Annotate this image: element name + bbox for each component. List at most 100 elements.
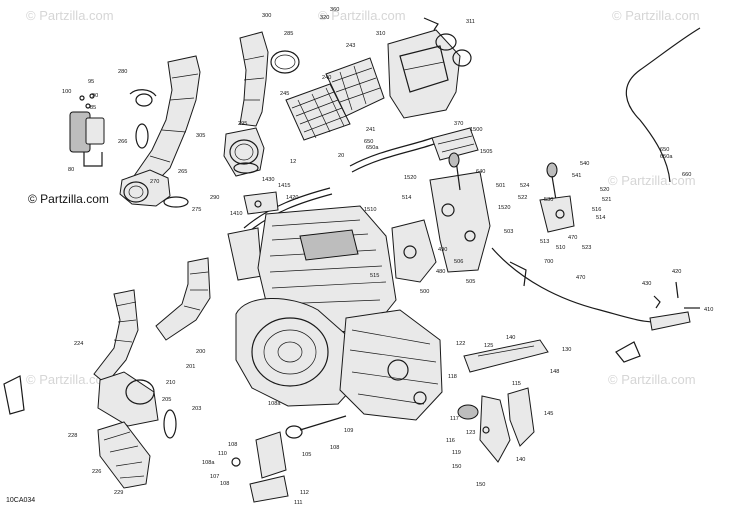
part-callout-c523: 523: [582, 245, 591, 251]
part-callout-c1420: 1420: [286, 195, 298, 201]
part-callout-c140: 140: [506, 335, 515, 341]
part-callout-c205: 205: [162, 397, 171, 403]
intake-duct-305: [129, 55, 201, 189]
watermark: © Partzilla.com: [26, 372, 114, 387]
part-callout-c516: 516: [592, 207, 601, 213]
bolts-410: [653, 281, 700, 309]
part-callout-c311: 311: [466, 19, 475, 25]
part-callout-c150: 150: [452, 464, 461, 470]
engine-block: [235, 205, 443, 421]
part-callout-c118: 118: [448, 374, 457, 380]
part-callout-c470: 470: [576, 275, 585, 281]
part-callout-c514b: 514: [596, 215, 605, 221]
part-callout-c105: 105: [302, 452, 311, 458]
mount-bracket-105: [231, 415, 347, 503]
air-filter-240: [285, 83, 351, 141]
watermark: © Partzilla.com: [608, 372, 696, 387]
part-callout-c107: 107: [210, 474, 219, 480]
breather-hose-650: [243, 137, 435, 235]
part-callout-c514: 514: [402, 195, 411, 201]
part-callout-c226: 226: [92, 469, 101, 475]
part-callout-c109: 109: [344, 428, 353, 434]
part-callout-c241: 241: [366, 127, 375, 133]
part-callout-c200: 200: [196, 349, 205, 355]
part-callout-c145: 145: [544, 411, 553, 417]
part-callout-c100: 100: [62, 89, 71, 95]
part-callout-c305: 305: [196, 133, 205, 139]
part-callout-c123: 123: [466, 430, 475, 436]
part-callout-c650r: 650: [660, 147, 669, 153]
part-callout-c300: 300: [262, 13, 271, 19]
part-callout-c148: 148: [550, 369, 559, 375]
shift-bracket-501: [391, 152, 491, 283]
part-callout-c700: 700: [544, 259, 553, 265]
part-callout-c108c: 108a: [202, 460, 215, 466]
sensor-assembly-80: [69, 93, 105, 167]
part-callout-c117: 117: [450, 416, 459, 422]
part-callout-c1410: 1410: [230, 211, 242, 217]
filter-housing-243: [325, 57, 385, 117]
part-callout-c275: 275: [192, 207, 201, 213]
part-callout-c266: 266: [118, 139, 127, 145]
part-callout-c110: 110: [218, 451, 227, 457]
part-callout-c1415: 1415: [278, 183, 290, 189]
part-callout-c515: 515: [370, 273, 379, 279]
part-callout-c295: 295: [238, 121, 247, 127]
airbox-310: [387, 17, 472, 119]
part-callout-c660: 660: [682, 172, 691, 178]
callout-labels: 3002853203603113102432802402459510090858…: [62, 7, 713, 506]
part-callout-c1500: 1500: [470, 127, 482, 133]
part-callout-c540: 540: [580, 161, 589, 167]
part-callout-c290: 290: [210, 195, 219, 201]
part-callout-c85: 85: [90, 105, 96, 111]
part-callout-c530: 530: [544, 197, 553, 203]
watermark-dark: © Partzilla.com: [28, 192, 109, 206]
watermark: © Partzilla.com: [26, 8, 114, 23]
part-callout-c430: 430: [642, 281, 651, 287]
part-callout-c541: 541: [572, 173, 581, 179]
part-callout-c640: 640: [476, 169, 485, 175]
part-callout-c410: 410: [704, 307, 713, 313]
part-callout-c285: 285: [284, 31, 293, 37]
part-callout-c116: 116: [446, 438, 455, 444]
part-callout-c108d: 108: [220, 481, 229, 487]
part-callout-c80: 80: [68, 167, 74, 173]
control-cable: [491, 27, 701, 363]
intake-tube-300: [239, 31, 300, 127]
part-callout-c521: 521: [602, 197, 611, 203]
part-callout-c108a: 108a: [268, 401, 281, 407]
part-callout-c130: 130: [562, 347, 571, 353]
throttle-elbow-265: [119, 169, 189, 208]
part-callout-c501: 501: [496, 183, 505, 189]
part-callout-c108b: 108: [228, 442, 237, 448]
part-callout-c201: 201: [186, 364, 195, 370]
part-callout-c240: 240: [322, 75, 331, 81]
part-callout-c125: 125: [484, 343, 493, 349]
part-callout-c203: 203: [192, 406, 201, 412]
part-callout-c210: 210: [166, 380, 175, 386]
part-callout-c265: 265: [178, 169, 187, 175]
part-callout-c280: 280: [118, 69, 127, 75]
part-callout-c522: 522: [518, 195, 527, 201]
part-callout-c1520: 1520: [404, 175, 416, 181]
part-callout-c513: 513: [540, 239, 549, 245]
part-callout-c224: 224: [74, 341, 83, 347]
coupler-295: [223, 127, 265, 177]
part-callout-c650ra: 650a: [660, 154, 673, 160]
part-callout-c228: 228: [68, 433, 77, 439]
part-callout-c20: 20: [338, 153, 344, 159]
part-callout-c90: 90: [92, 93, 98, 99]
part-callout-c510: 510: [556, 245, 565, 251]
part-callout-c480: 480: [436, 269, 445, 275]
part-callout-c650b: 650a: [366, 145, 379, 151]
part-callout-c245: 245: [280, 91, 289, 97]
part-callout-c506: 506: [454, 259, 463, 265]
part-callout-c111: 111: [294, 500, 303, 506]
cover-1500: [431, 127, 479, 161]
part-callout-c12: 12: [290, 159, 296, 165]
part-callout-c520: 520: [600, 187, 609, 193]
bracket-1410: [227, 191, 279, 281]
part-callout-c122: 122: [456, 341, 465, 347]
part-callout-c503: 503: [504, 229, 513, 235]
